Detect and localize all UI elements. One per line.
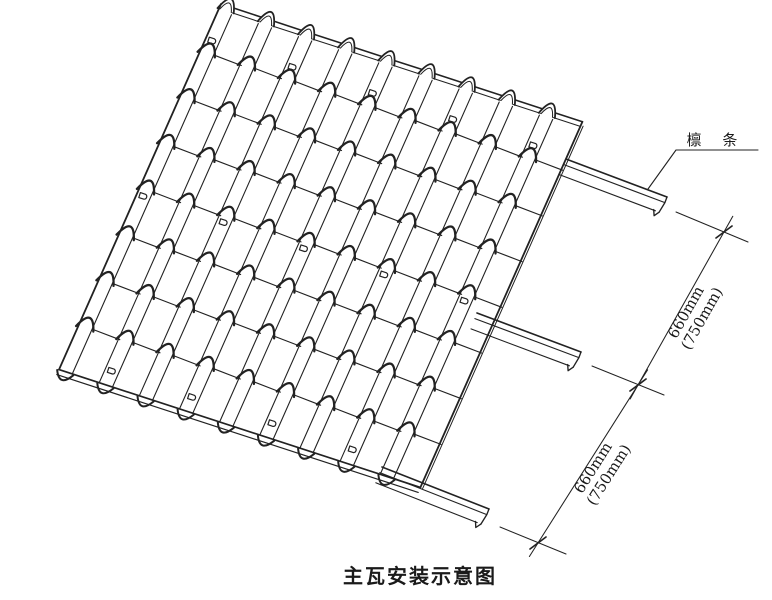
screw-icon bbox=[287, 62, 297, 71]
dimension-upper-text: 660mm (750mm) bbox=[662, 276, 726, 353]
screw-icon bbox=[379, 270, 389, 279]
roof-tile-array bbox=[56, 0, 584, 493]
screw-marks bbox=[106, 36, 538, 454]
screw-icon bbox=[267, 419, 277, 428]
purlin-top bbox=[559, 158, 668, 217]
screw-icon bbox=[447, 115, 458, 123]
screw-icon bbox=[138, 191, 148, 200]
purlin-middle bbox=[470, 312, 582, 372]
dimension-lower-text: 660mm (750mm) bbox=[568, 432, 634, 509]
screw-icon bbox=[298, 244, 308, 253]
purlin-callout: 檩 条 bbox=[647, 131, 759, 190]
dimension-line-lower bbox=[528, 369, 649, 558]
dimension-lower: 660mm (750mm) bbox=[499, 369, 649, 558]
extension-line-top bbox=[675, 211, 749, 243]
screw-icon bbox=[459, 296, 469, 305]
tick-mark bbox=[529, 536, 547, 550]
screw-icon bbox=[347, 445, 357, 454]
tick-mark bbox=[715, 225, 733, 239]
purlin-leader-line bbox=[647, 149, 759, 190]
extension-line-bottom bbox=[499, 526, 567, 555]
purlin-bottom bbox=[375, 466, 490, 529]
purlin-label: 檩 条 bbox=[687, 131, 746, 149]
dimension-upper: 660mm (750mm) bbox=[591, 211, 749, 400]
screw-icon bbox=[106, 366, 116, 375]
extension-line-middle bbox=[591, 365, 665, 396]
screw-icon bbox=[218, 218, 228, 227]
diagram-title: 主瓦安装示意图 bbox=[343, 564, 497, 588]
screw-icon bbox=[186, 392, 197, 401]
screw-icon bbox=[528, 141, 538, 150]
dimension-line-upper bbox=[629, 215, 734, 400]
screw-icon bbox=[207, 36, 217, 45]
screw-icon bbox=[367, 88, 377, 97]
